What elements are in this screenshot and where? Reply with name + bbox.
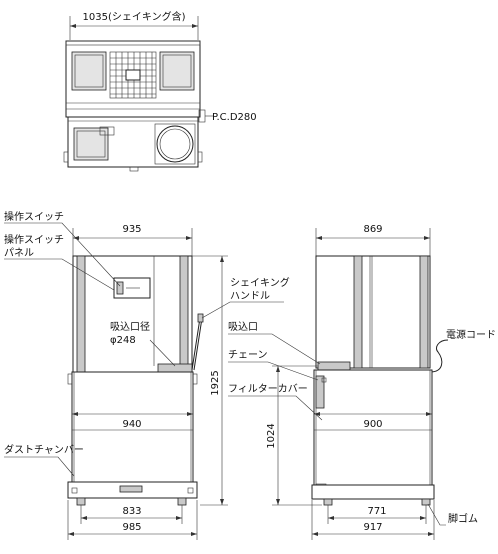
top-width-label: 1035(シェイキング含) bbox=[83, 10, 186, 23]
front-width-feet: 833 bbox=[122, 506, 141, 517]
front-view: 935 940 bbox=[4, 210, 290, 540]
side-inlet bbox=[317, 361, 351, 371]
side-width-base: 917 bbox=[363, 522, 382, 533]
side-foot-left bbox=[323, 498, 333, 506]
side-width-mid: 900 bbox=[363, 419, 382, 430]
pcd-label: P.C.D280 bbox=[212, 112, 257, 123]
dust-chamber-label: ダストチャンバー bbox=[4, 443, 84, 456]
front-width-top: 935 bbox=[122, 224, 141, 235]
front-foot-left bbox=[76, 497, 86, 506]
front-width-base: 985 bbox=[122, 522, 141, 533]
top-square-right bbox=[159, 51, 195, 91]
chain bbox=[315, 375, 325, 409]
side-height-inlet: 1024 bbox=[266, 423, 277, 448]
side-view: 869 900 771 bbox=[228, 224, 496, 540]
inlet-label: 吸込口 bbox=[228, 321, 258, 333]
side-width-feet: 771 bbox=[367, 506, 386, 517]
top-square-left bbox=[71, 51, 107, 91]
panel-label-2: パネル bbox=[4, 247, 34, 259]
shaking-label-2: ハンドル bbox=[230, 291, 270, 302]
front-height-total: 1925 bbox=[210, 370, 221, 395]
power-cord-label: 電源コード bbox=[446, 328, 496, 341]
switch-label: 操作スイッチ bbox=[4, 210, 64, 223]
panel-label-1: 操作スイッチ bbox=[4, 233, 64, 246]
filter-cover-label: フィルターカバー bbox=[228, 383, 308, 395]
front-upper-cabinet bbox=[72, 255, 193, 373]
shaking-label-1: シェイキング bbox=[230, 276, 290, 289]
switch bbox=[116, 281, 124, 295]
side-base bbox=[311, 484, 435, 500]
side-foot-right bbox=[421, 498, 431, 506]
side-width-top: 869 bbox=[363, 224, 382, 235]
chain-label: チェーン bbox=[228, 349, 268, 361]
top-square-lower bbox=[73, 127, 109, 161]
power-cord bbox=[429, 339, 449, 373]
inlet-size-label: 吸込口径 bbox=[110, 320, 150, 333]
front-foot-right bbox=[177, 497, 187, 506]
top-view: 1035(シェイキング含) bbox=[63, 10, 257, 172]
foot-rubber-label: 脚ゴム bbox=[448, 512, 478, 525]
side-upper-cabinet bbox=[315, 255, 431, 369]
front-width-mid: 940 bbox=[122, 419, 141, 430]
inlet-dia-label: φ248 bbox=[110, 335, 136, 346]
dust-chamber bbox=[71, 371, 194, 483]
top-inlet-circle bbox=[156, 125, 194, 163]
front-inlet bbox=[157, 363, 193, 373]
